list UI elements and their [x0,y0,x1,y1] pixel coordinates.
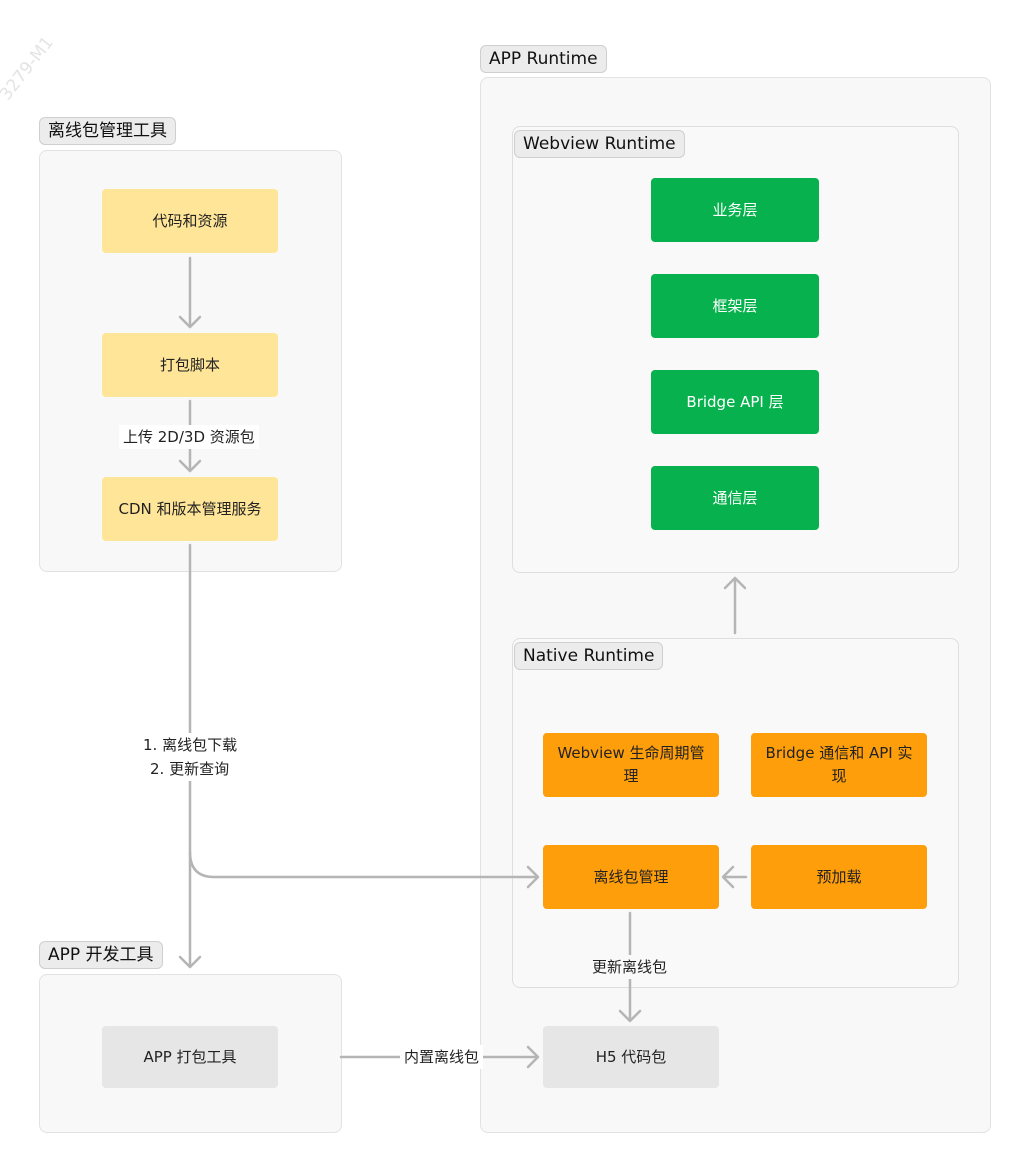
framework-layer-node: 框架层 [651,274,819,338]
cdn-service-node: CDN 和版本管理服务 [102,477,278,541]
app-dev-tool-title: APP 开发工具 [39,941,163,969]
business-layer-node: 业务层 [651,178,819,242]
offline-mgmt-node: 离线包管理 [543,845,719,909]
native-runtime-title: Native Runtime [514,642,664,670]
bridge-api-layer-node: Bridge API 层 [651,370,819,434]
download-edge-label-line2: 2. 更新查询 [146,757,234,781]
webview-lifecycle-node: Webview 生命周期管理 [543,733,719,797]
preload-node: 预加载 [751,845,927,909]
code-resources-node: 代码和资源 [102,189,278,253]
offline-tool-title: 离线包管理工具 [39,117,176,145]
webview-runtime-title: Webview Runtime [514,130,685,158]
native-runtime-group [512,638,959,988]
comm-layer-node: 通信层 [651,466,819,530]
edge-cdn-to-offline-mgmt [188,850,539,879]
app-runtime-title: APP Runtime [480,45,607,73]
build-script-node: 打包脚本 [102,333,278,397]
builtin-offline-edge-label: 内置离线包 [400,1045,484,1069]
app-pack-tool-node: APP 打包工具 [102,1026,278,1088]
download-edge-label-line1: 1. 离线包下载 [139,733,242,757]
h5-code-pkg-node: H5 代码包 [543,1026,719,1088]
update-offline-edge-label: 更新离线包 [588,955,672,979]
bridge-comm-api-node: Bridge 通信和 API 实现 [751,733,927,797]
upload-edge-label: 上传 2D/3D 资源包 [119,425,259,449]
